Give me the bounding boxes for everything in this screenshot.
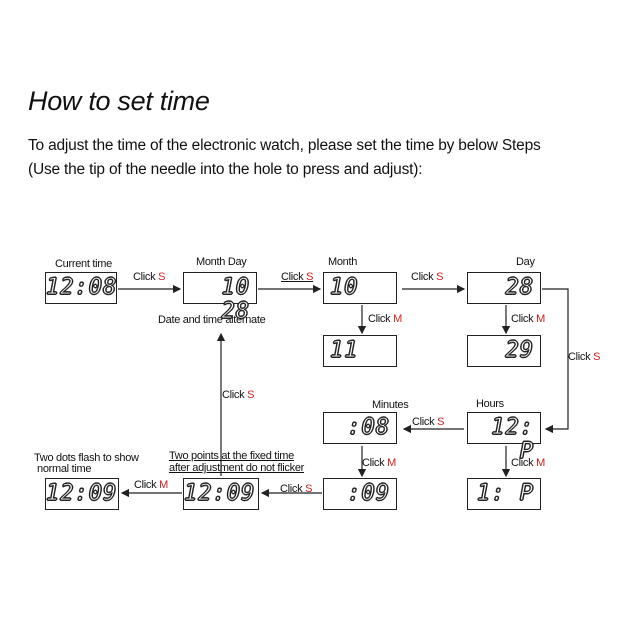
button-s: S (306, 271, 314, 283)
step-click-m-fixed-to-normal: Click M (134, 479, 168, 491)
button-s: S (247, 389, 255, 401)
page-title: How to set time (28, 86, 210, 116)
label-minutes: Minutes (372, 399, 409, 411)
button-s: S (436, 271, 444, 283)
lcd-fixed-time: 12:09 (183, 478, 259, 510)
button-m: M (536, 457, 545, 469)
lcd-normal-time: 12:09 (45, 478, 119, 510)
label-current-time: Current time (55, 258, 112, 270)
step-click-s-hours-to-minutes: Click S (412, 416, 445, 428)
lcd-day-next: 29 (467, 335, 541, 367)
step-click-m-month: Click M (368, 313, 402, 325)
step-click-s-minutes-to-fixed: Click S (280, 483, 313, 495)
step-click-s-fixed-up: Click S (222, 389, 255, 401)
lcd-day: 28 (467, 272, 541, 304)
button-s: S (305, 483, 313, 495)
step-click-m-hours: Click M (511, 457, 545, 469)
label-date-time-alternate: Date and time alternate (158, 314, 266, 326)
label-dots-flash-2: normal time (37, 463, 92, 475)
lcd-minutes-next: :09 (323, 478, 397, 510)
button-s: S (593, 351, 601, 363)
step-click-s-2: Click S (281, 271, 314, 283)
label-day: Day (516, 256, 535, 268)
step-click-s-3: Click S (411, 271, 444, 283)
lcd-hours-next: 1: P (467, 478, 541, 510)
lcd-month-next: 11 (323, 335, 397, 367)
step-click-s-day-to-hours: Click S (568, 351, 601, 363)
lcd-month: 10 (323, 272, 397, 304)
button-m: M (159, 479, 168, 491)
button-s: S (437, 416, 445, 428)
step-click-s-1: Click S (133, 271, 166, 283)
label-dots-flash-1: Two dots flash to show (34, 452, 139, 464)
step-click-m-day: Click M (511, 313, 545, 325)
button-m: M (536, 313, 545, 325)
label-fixed-time-1: Two points at the fixed time (169, 450, 294, 462)
button-m: M (393, 313, 402, 325)
lcd-minutes: :08 (323, 412, 397, 444)
lcd-current-time: 12:08 (45, 272, 117, 304)
label-hours: Hours (476, 398, 504, 410)
button-s: S (158, 271, 166, 283)
arrow-day-to-hours (542, 288, 569, 434)
button-m: M (387, 457, 396, 469)
lcd-hours: 12: P (467, 412, 541, 464)
label-fixed-time-2: after adjustment do not flicker (169, 462, 304, 474)
intro-line-2: (Use the tip of the needle into the hole… (28, 161, 423, 178)
lcd-month-day: 10 28 (183, 272, 257, 324)
step-click-m-minutes: Click M (362, 457, 396, 469)
label-month-day: Month Day (196, 256, 247, 268)
intro-line-1: To adjust the time of the electronic wat… (28, 137, 541, 154)
label-month: Month (328, 256, 358, 268)
